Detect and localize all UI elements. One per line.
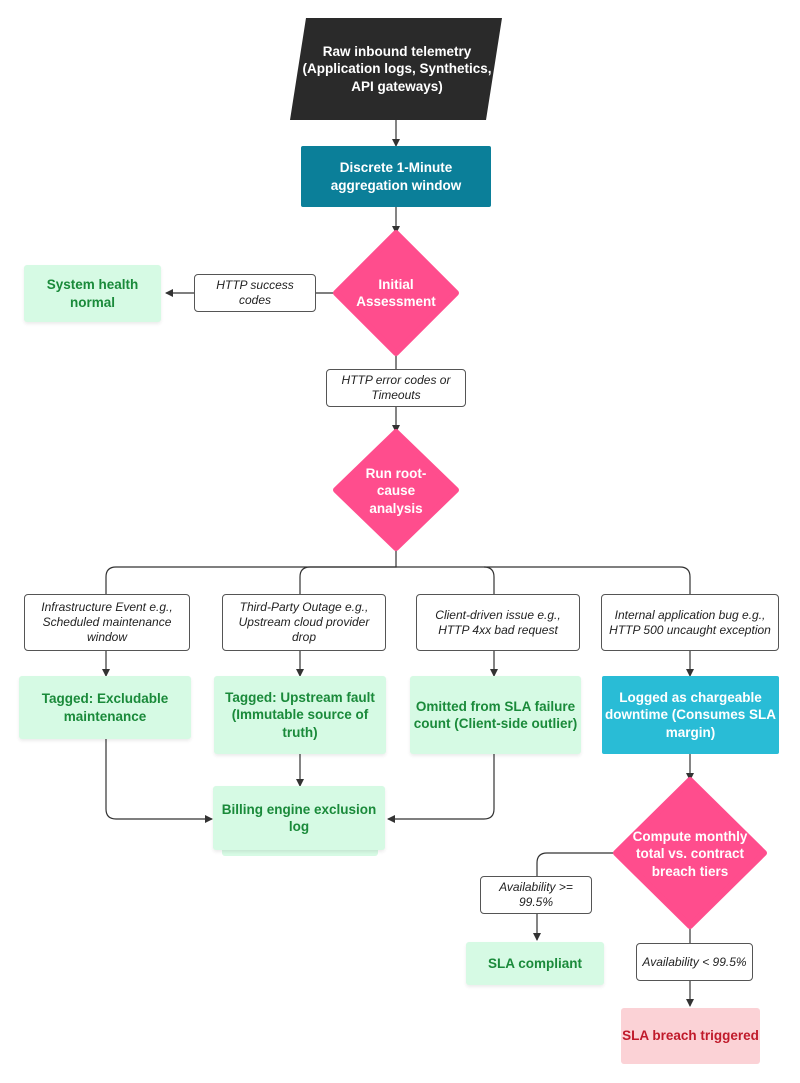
raw-telemetry-node: Raw inbound telemetry (Application logs,… [302,44,492,94]
third-party-label: Third-Party Outage e.g., Upstream cloud … [222,594,386,651]
edge-omitted-to-billing [387,754,495,823]
raw-telemetry-shape [290,18,502,120]
edge-maintenance-to-billing [105,739,213,823]
tagged-maintenance-node: Tagged: Excludable maintenance [19,676,191,739]
edge-rootcause-to-thirdparty [299,566,396,594]
root-cause-node: Run root-cause analysis [365,466,427,516]
chargeable-downtime-node: Logged as chargeable downtime (Consumes … [602,676,779,754]
initial-assessment-node: Initial Assessment [356,276,436,309]
availability-ge-label: Availability >= 99.5% [480,876,592,914]
sla-compliant-node: SLA compliant [466,942,604,985]
system-health-node: System health normal [24,265,161,322]
compute-monthly-diamond [613,777,767,929]
compute-monthly-node: Compute monthly total vs. contract breac… [632,829,748,879]
internal-bug-label: Internal application bug e.g., HTTP 500 … [601,594,779,651]
omitted-node: Omitted from SLA failure count (Client-s… [410,676,581,754]
edge-compute-to-compliant [533,852,626,941]
billing-log-node: Billing engine exclusion log [213,786,385,850]
edge-rootcause-to-internal [484,566,691,594]
http-success-label: HTTP success codes [194,274,316,312]
aggregation-window-node: Discrete 1-Minute aggregation window [301,146,491,207]
edge-rootcause-to-infra [105,548,397,594]
tagged-upstream-node: Tagged: Upstream fault (Immutable source… [214,676,386,754]
infra-event-label: Infrastructure Event e.g., Scheduled mai… [24,594,190,651]
client-issue-label: Client-driven issue e.g., HTTP 4xx bad r… [416,594,580,651]
edge-rootcause-to-client [396,566,495,594]
availability-lt-label: Availability < 99.5% [636,943,753,981]
http-error-label: HTTP error codes or Timeouts [326,369,466,407]
sla-breach-node: SLA breach triggered [621,1008,760,1064]
root-cause-diamond [333,429,459,551]
initial-assessment-diamond [333,230,459,356]
